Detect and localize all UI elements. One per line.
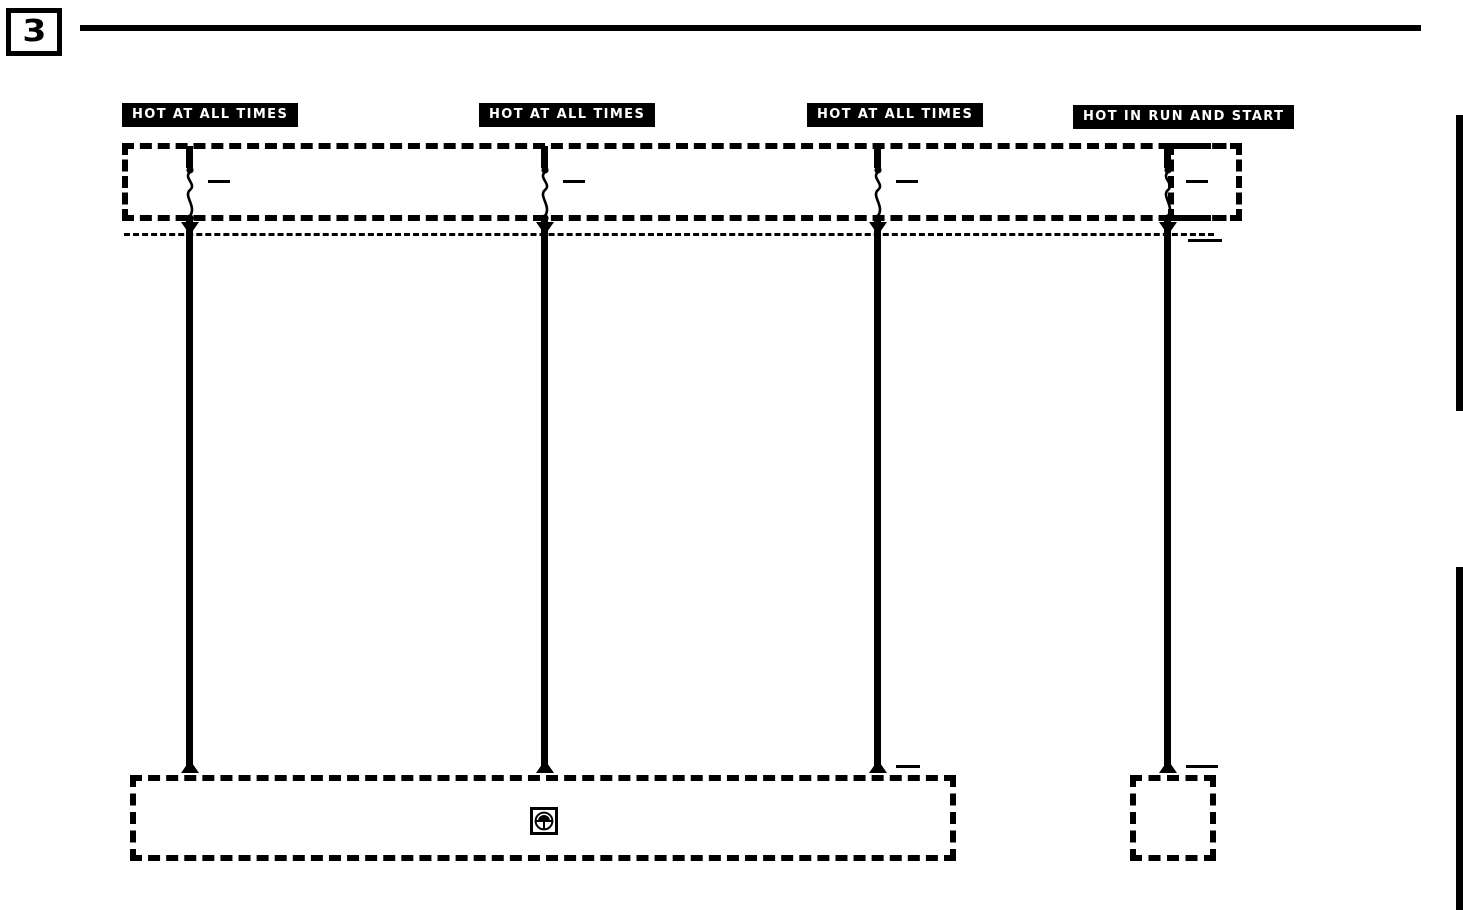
wire-feed-1 — [186, 146, 193, 168]
page-number: 3 — [21, 14, 47, 49]
fuse-block-sub-outline — [1168, 143, 1242, 221]
fuse-symbol-1 — [179, 166, 201, 222]
junction-arrow-down-3 — [869, 222, 887, 235]
junction-arrow-down-1 — [181, 222, 199, 235]
header-rule — [80, 25, 1421, 31]
component-box-right — [1130, 775, 1216, 861]
circuit-callout-4-bottom — [1186, 765, 1218, 768]
wire-circuit-2 — [541, 230, 548, 768]
wire-circuit-1 — [186, 230, 193, 768]
fuse-symbol-2 — [534, 166, 556, 222]
junction-arrow-up-3 — [869, 760, 887, 773]
circuit-callout-4-top — [1188, 239, 1222, 242]
wire-feed-4 — [1164, 146, 1171, 168]
hot-label-1: HOT AT ALL TIMES — [122, 103, 299, 127]
wire-feed-2 — [541, 146, 548, 168]
junction-arrow-up-1 — [181, 760, 199, 773]
component-box-main — [130, 775, 956, 861]
hot-label-2: HOT AT ALL TIMES — [479, 103, 656, 127]
junction-arrow-down-2 — [536, 222, 554, 235]
fuse-block-outline — [122, 143, 1242, 221]
fuse-symbol-3 — [867, 166, 889, 222]
edge-marker-upper — [1456, 115, 1463, 411]
hot-label-4: HOT IN RUN AND START — [1073, 105, 1295, 129]
edge-marker-lower — [1456, 567, 1463, 910]
junction-arrow-up-4 — [1159, 760, 1177, 773]
junction-arrow-down-4 — [1159, 222, 1177, 235]
distribution-rail — [124, 233, 1214, 236]
fuse-symbol-4 — [1157, 166, 1179, 222]
page-number-badge: 3 — [6, 8, 62, 56]
circuit-callout-3 — [896, 765, 920, 768]
fuse-callout-1 — [208, 180, 230, 183]
junction-arrow-up-2 — [536, 760, 554, 773]
fuse-callout-2 — [563, 180, 585, 183]
fuse-callout-3 — [896, 180, 918, 183]
wire-circuit-4 — [1164, 230, 1171, 768]
hot-label-3: HOT AT ALL TIMES — [807, 103, 984, 127]
fuse-callout-4 — [1186, 180, 1208, 183]
wire-circuit-3 — [874, 230, 881, 768]
wire-feed-3 — [874, 146, 881, 168]
steering-wheel-icon — [530, 807, 558, 835]
